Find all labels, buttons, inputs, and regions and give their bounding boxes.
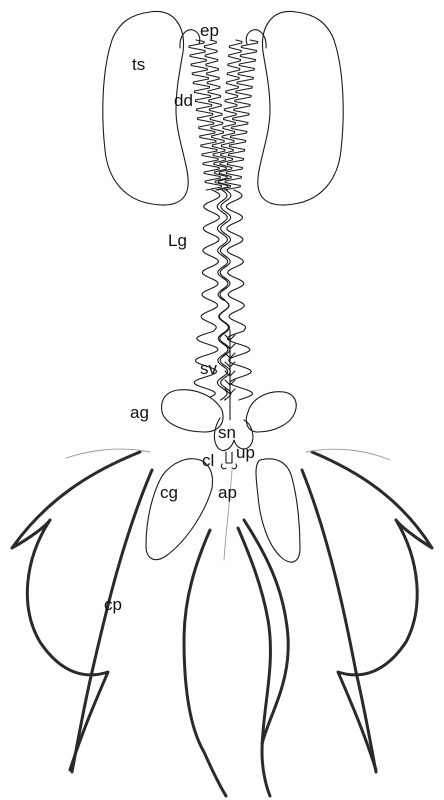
- label-ep: ep: [200, 21, 219, 40]
- label-cp: cp: [104, 595, 122, 614]
- accessory-gland-right: [246, 392, 296, 432]
- label-ag: ag: [130, 403, 149, 422]
- label-up: up: [236, 443, 255, 462]
- central-tip-left: [221, 464, 226, 469]
- label-ts: ts: [132, 55, 145, 74]
- seminal-vesicle: [225, 330, 235, 420]
- ductus-deferens-right-outer: [224, 40, 257, 190]
- central-neck: [226, 452, 232, 463]
- clasper-left-mid: [184, 530, 226, 796]
- central-tip-right: [232, 464, 237, 469]
- clasper-right-outer: [312, 452, 432, 770]
- clasper-right-inner: [302, 470, 376, 772]
- clasper-right-mid: [238, 528, 270, 796]
- label-sn: sn: [218, 423, 236, 442]
- coiled-ducts: [189, 40, 258, 400]
- label-ap: ap: [218, 483, 237, 502]
- label-cl: cl: [202, 451, 214, 470]
- clasper-gland-right: [256, 459, 300, 562]
- label-sv: sv: [200, 359, 218, 378]
- label-lg: Lg: [168, 231, 187, 250]
- accessory-gland-left: [162, 390, 224, 432]
- ductus-deferens-left-outer: [189, 40, 222, 190]
- label-cg: cg: [160, 483, 178, 502]
- label-dd: dd: [174, 91, 193, 110]
- testis-right: [258, 11, 343, 205]
